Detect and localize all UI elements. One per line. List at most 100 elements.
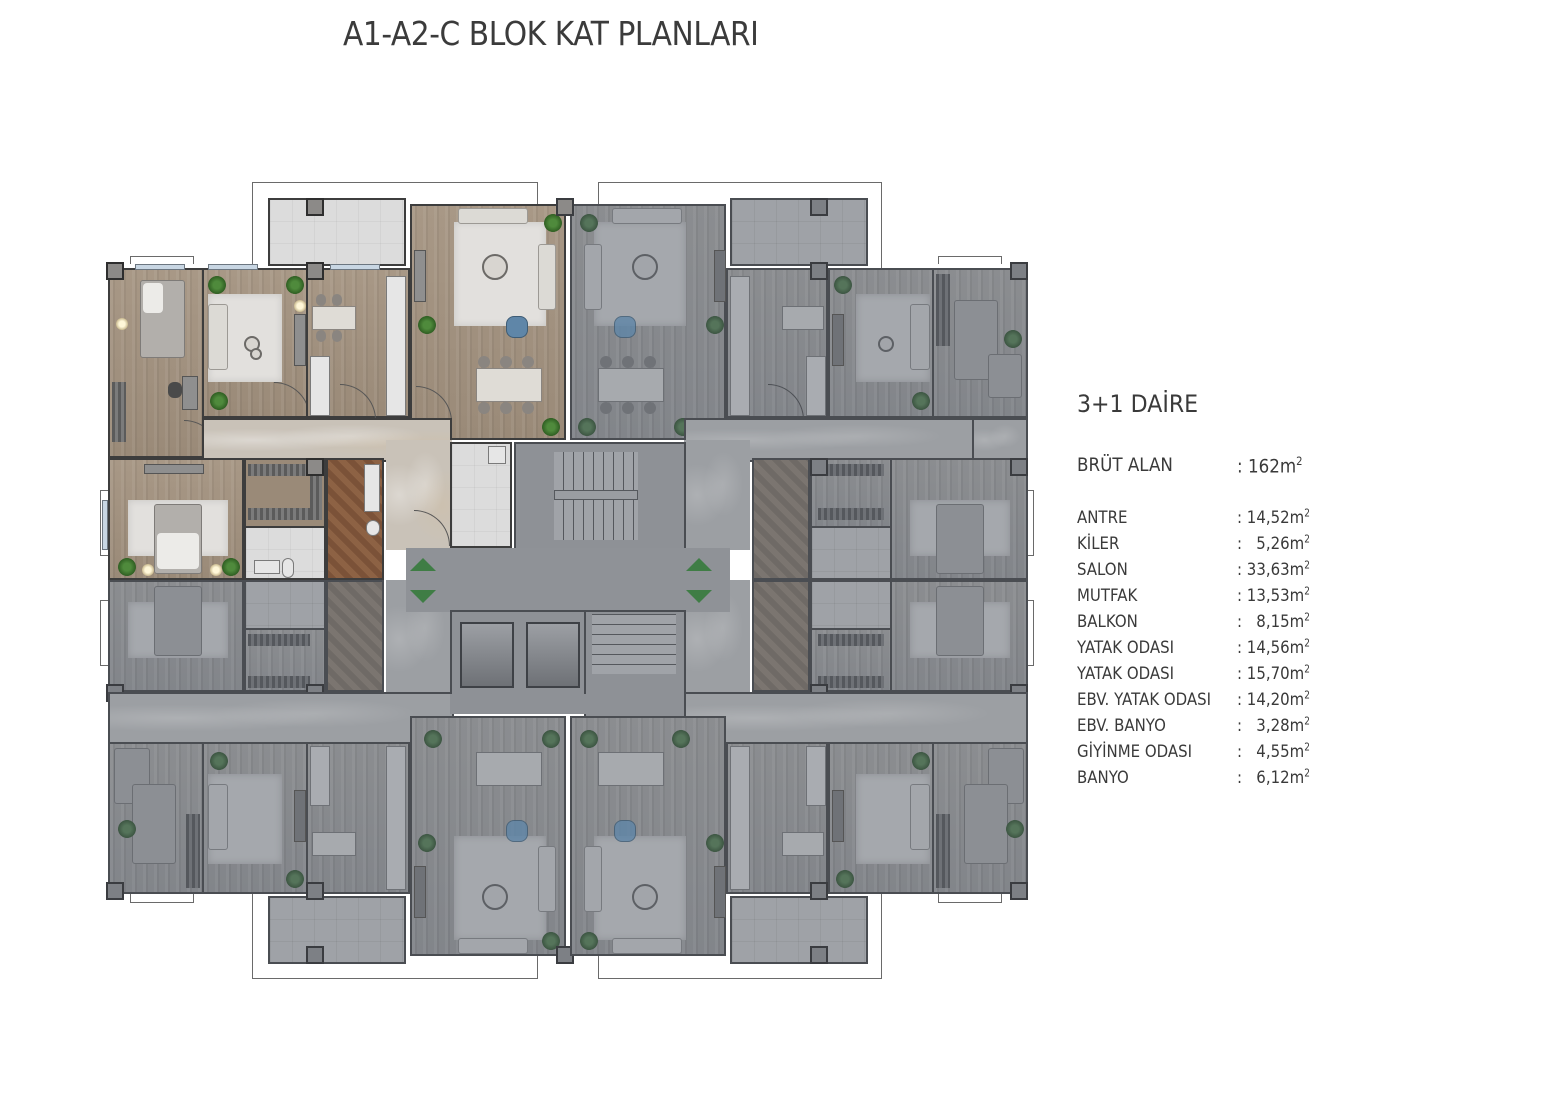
column [306, 458, 324, 476]
study-room-bottom-left [202, 742, 308, 894]
entrance-hall-bottom-left [108, 692, 454, 744]
room-label: YATAK ODASI [1077, 638, 1175, 658]
page-title: A1-A2-C BLOK KAT PLANLARI [343, 14, 759, 53]
window-sill-left-2 [100, 600, 108, 666]
door [416, 386, 452, 422]
study-room [202, 268, 310, 418]
plant-icon [418, 834, 436, 852]
tv-unit [714, 250, 726, 302]
area-legend: 3+1 DAİRE BRÜT ALAN : 162m2 ANTRE: 14,52… [1077, 390, 1377, 794]
coffee-table [482, 254, 508, 280]
bed [140, 280, 185, 358]
bedroom-top-right [932, 268, 1028, 418]
plant-icon [210, 752, 228, 770]
bedroom-bottom-right [932, 742, 1028, 894]
living-room-top-right [570, 204, 726, 440]
room-label: EBV. YATAK ODASI [1077, 690, 1212, 710]
room-area-value: : 15,70m2 [1237, 664, 1310, 684]
entrance-hall-vertical-right [684, 440, 750, 550]
kitchen-top-right [726, 268, 828, 420]
tv-unit [832, 314, 844, 366]
room-area-value: : 6,12m2 [1237, 768, 1310, 788]
window-sill-right-2 [1026, 600, 1034, 666]
column [106, 882, 124, 900]
ensuite-bathroom-bottom-left [244, 580, 326, 630]
chair [600, 356, 612, 368]
kitchen-bottom-left [306, 742, 410, 894]
plant-icon [286, 276, 304, 294]
column [306, 882, 324, 900]
wardrobe [310, 464, 322, 520]
room-area-row: EBV. BANYO: 3,28m2 [1077, 716, 1377, 742]
chair [332, 330, 342, 342]
living-room-bottom-left [410, 716, 566, 956]
desk [182, 376, 198, 410]
ensuite-bathroom-bottom-right [810, 580, 892, 630]
room-area-value: : 14,56m2 [1237, 638, 1310, 658]
living-room-top-left [410, 204, 566, 440]
shaft [450, 694, 586, 714]
room-area-value: : 13,53m2 [1237, 586, 1310, 606]
room-label: SALON [1077, 560, 1128, 580]
room-area-row: SALON: 33,63m2 [1077, 560, 1377, 586]
balcony-bottom-left [268, 896, 406, 964]
plant-icon [912, 392, 930, 410]
plant-icon [222, 558, 240, 576]
plant-icon [542, 418, 560, 436]
bed [936, 586, 984, 656]
column [1010, 882, 1028, 900]
window-sill-top-left [130, 256, 194, 264]
coffee-table [632, 254, 658, 280]
plant-icon [580, 730, 598, 748]
kitchen-bottom-right [726, 742, 828, 894]
toilet [282, 558, 294, 578]
bed [964, 784, 1008, 864]
bathroom-top-right [752, 458, 810, 580]
plant-icon [208, 276, 226, 294]
stairs [592, 614, 676, 674]
master-bedroom-bottom-left [108, 580, 244, 692]
entrance-hall-vertical [386, 440, 452, 550]
chair [500, 402, 512, 414]
master-bedroom-top-left [108, 458, 244, 580]
wardrobe [112, 382, 126, 442]
plant-icon [418, 316, 436, 334]
column [1010, 458, 1028, 476]
plant-icon [706, 834, 724, 852]
dining-table [312, 306, 356, 330]
closet-top-right [972, 418, 1028, 462]
room-label: BANYO [1077, 768, 1129, 788]
balcony-top-right [730, 198, 868, 266]
room-area-value: : 5,26m2 [1237, 534, 1310, 554]
sofa [584, 244, 602, 310]
chair [500, 356, 512, 368]
bed [154, 504, 202, 574]
window [102, 500, 108, 550]
sofa [538, 244, 556, 310]
chair [622, 402, 634, 414]
chair [622, 356, 634, 368]
pouf [878, 336, 894, 352]
chair [478, 356, 490, 368]
entrance-hall-bottom-right [684, 692, 1028, 744]
elevator-shaft [450, 610, 586, 696]
stairwell-lower [584, 610, 686, 718]
lift-arrow-up-icon [686, 558, 712, 571]
lift-arrow-down-icon [410, 590, 436, 603]
room-area-value: : 14,52m2 [1237, 508, 1310, 528]
window-sill-top-right [938, 256, 1002, 264]
lamp [116, 318, 128, 330]
kitchen-top-left [306, 268, 410, 420]
plant-icon [834, 276, 852, 294]
bathroom-top-left [326, 458, 384, 580]
dining-table [782, 306, 824, 330]
dining-table [476, 368, 542, 402]
elevator-1 [460, 622, 514, 688]
lamp [294, 300, 306, 312]
plant-icon [578, 418, 596, 436]
elevator-2 [526, 622, 580, 688]
plant-icon [580, 932, 598, 950]
wardrobe [248, 464, 310, 476]
room-label: YATAK ODASI [1077, 664, 1175, 684]
balcony-top-left [268, 198, 406, 266]
